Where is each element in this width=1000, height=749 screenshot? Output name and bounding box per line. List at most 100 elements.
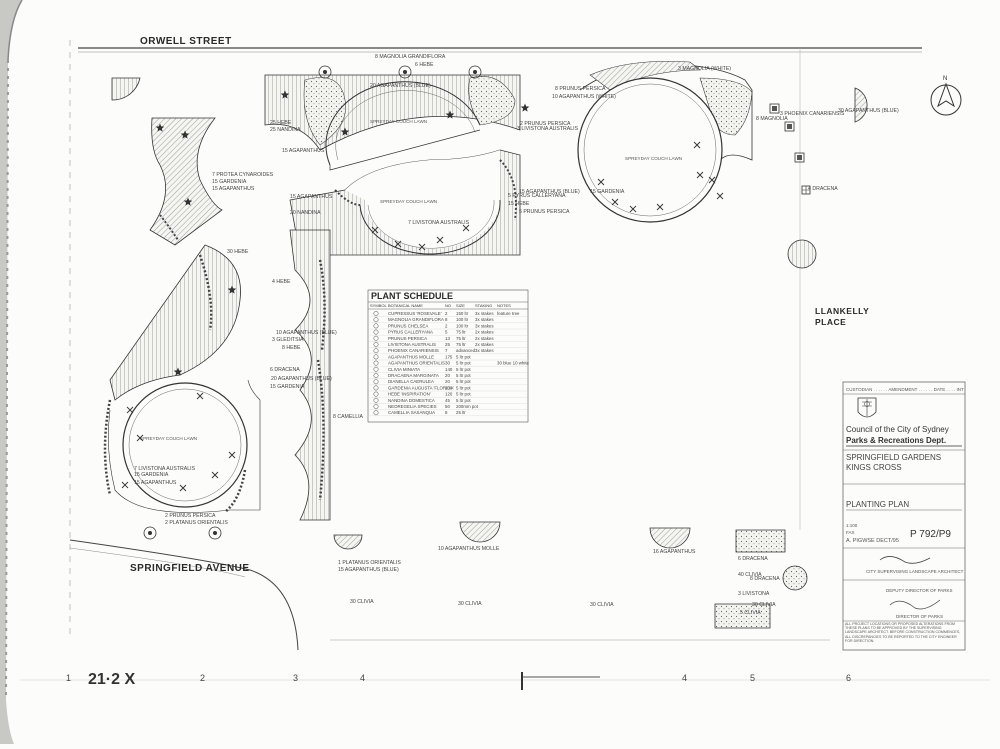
feature-planter-ne (854, 87, 868, 123)
schedule-header: SYMBOL (370, 303, 387, 308)
footer-tick-label: 6 (846, 673, 851, 683)
plant-note: 15 GARDENIA (212, 179, 247, 185)
plant-x-marker (394, 240, 402, 248)
plant-note: 10 AGAPANTHUS (BLUE) (276, 330, 337, 336)
plant-star-marker (155, 123, 165, 132)
garden-bed-nw (149, 117, 223, 246)
lawn-label-central: SPREYDAY COUCH LAWN (380, 199, 437, 204)
plant-note: 30 CLIVIA (752, 602, 776, 608)
plant-x-marker (716, 192, 724, 200)
plant-note: 8 MAGNOLIA (756, 116, 788, 122)
north-arrow: N (930, 76, 962, 116)
schedule-symbol-icon (373, 391, 379, 397)
schedule-cell-size: 5 ltr pot (456, 354, 471, 359)
plant-star-marker (520, 103, 530, 112)
site-location: KINGS CROSS (846, 463, 902, 472)
schedule-cell-size: 75 ltr (456, 336, 466, 341)
schedule-cell-size: 5 ltr pot (456, 373, 471, 378)
site-name: SPRINGFIELD GARDENS (846, 453, 941, 462)
schedule-cell-staking: 3x stakes (475, 348, 494, 353)
schedule-cell-no: 8 (445, 317, 448, 322)
footer-tick-label: 4 (682, 673, 687, 683)
drawing-title: PLANTING PLAN (846, 500, 909, 509)
plant-symbol-marks (121, 90, 724, 492)
schedule-cell-name: HEBE 'INSPIRATION' (388, 392, 431, 397)
schedule-symbol-icon (373, 348, 379, 354)
footer-tick-label: 5 (750, 673, 755, 683)
schedule-symbol-icon (373, 373, 379, 378)
plant-star-marker (180, 130, 190, 139)
schedule-cell-name: PRUNUS PERSICA (388, 336, 427, 341)
schedule-cell-staking: 3x stakes (475, 311, 494, 316)
schedule-cell-name: PHOENIX CANARIENSIS (388, 348, 439, 353)
plant-note: 20 AGAPANTHUS (BLUE) (370, 83, 431, 89)
schedule-cell-size: advanced (456, 348, 476, 353)
schedule-symbol-icon (373, 410, 379, 416)
plant-x-marker (611, 198, 619, 206)
half-bed-south-2 (459, 521, 501, 543)
plant-note: 8 PRUNUS PERSICA (555, 86, 606, 92)
plant-note: 7 PROTEA CYNAROIDES (212, 172, 274, 178)
schedule-cell-no: 13 (445, 336, 450, 341)
schedule-cell-no: 30 (445, 361, 450, 366)
plant-note: 15 AGAPANTHUS (BLUE) (338, 567, 399, 573)
director-label: DIRECTOR OF PARKS (896, 614, 943, 619)
plant-note: 15 GARDENIA (134, 472, 169, 478)
plant-note: 3 GLEDITSIA (272, 337, 304, 343)
lawn-label-sw: SPREYDAY COUCH LAWN (140, 436, 197, 441)
schedule-cell-size: 25 ltr (456, 410, 466, 415)
schedule-symbol-icon (373, 335, 379, 341)
schedule-symbol-icon (373, 366, 379, 372)
plant-note: 8 DRACENA (750, 576, 780, 582)
schedule-cell-staking: 2x stakes (475, 330, 494, 335)
drawing-number: P 792/P9 (910, 529, 951, 540)
plant-note: 15 AGAPANTHUS (282, 148, 325, 154)
plant-note: 10 AGAPANTHUS MOLLE (438, 546, 500, 552)
plant-note: 15 AGAPANTHUS (134, 480, 177, 486)
drawn-by: A. PIGWSE DECT/95 (846, 538, 899, 544)
plant-note: 6 HEBE (415, 62, 434, 68)
plant-x-marker (436, 236, 444, 244)
plant-x-marker (126, 406, 134, 414)
plant-note: 20 NANDINA (290, 210, 321, 216)
plant-note: 8 CAMELLIA (333, 414, 364, 420)
footer-tick-label: 1 (66, 673, 71, 683)
schedule-cell-name: CLIVIA MINIATA (388, 367, 420, 372)
plant-note: 40 CLIVIA (738, 572, 762, 578)
plant-star-marker (280, 90, 290, 99)
schedule-cell-size: 200mm pot (456, 404, 479, 409)
schedule-cell-name: CAMELLIA SASANQUA (388, 410, 435, 415)
schedule-cell-size: 150 ltr (456, 311, 469, 316)
schedule-cell-no: 5 (445, 330, 448, 335)
plant-note: 5 PYRUS CALLERYANA (508, 193, 566, 199)
plant-note: 30 CLIVIA (590, 602, 614, 608)
plant-x-marker (179, 484, 187, 492)
schedule-cell-no: 20 (445, 379, 450, 384)
lawn-circle-sw (122, 382, 248, 508)
plant-note: 20 AGAPANTHUS (BLUE) (271, 376, 332, 382)
plant-x-marker (136, 434, 144, 442)
schedule-cell-no: 120 (445, 392, 453, 397)
schedule-cell-notes: feature tree (497, 311, 520, 316)
plant-note: 2 PRUNUS PERSICA (165, 513, 216, 519)
schedule-header: NO (445, 303, 451, 308)
schedule-cell-no: 20 (445, 373, 450, 378)
plant-star-marker (445, 110, 455, 119)
schedule-cell-no: 50 (445, 404, 450, 409)
footer-tick-label: 3 (293, 673, 298, 683)
schedule-symbol-icon (373, 342, 379, 347)
footer-tick-label: 4 (360, 673, 365, 683)
scalloped-bed-west (289, 229, 331, 521)
schedule-cell-staking: 3x stakes (475, 317, 494, 322)
director-signature (889, 599, 941, 610)
schedule-cell-no: 140 (445, 367, 453, 372)
drawing-fax: FAX (846, 530, 855, 535)
schedule-cell-size: 5 ltr pot (456, 398, 471, 403)
plant-note: 7 LIVISTONA AUSTRALIS (408, 220, 470, 226)
schedule-cell-name: AGAPANTHUS ORIENTALIS (388, 361, 445, 366)
